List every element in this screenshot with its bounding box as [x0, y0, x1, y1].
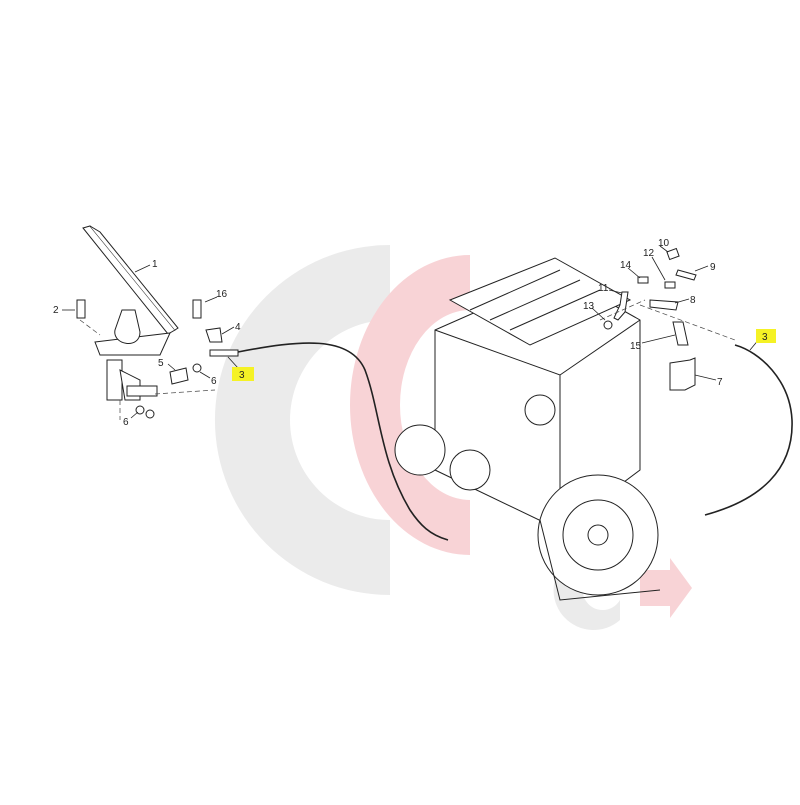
callout-7: 7 [717, 377, 723, 388]
callout-1: 1 [152, 259, 158, 270]
callout-16: 16 [216, 289, 228, 300]
callout-4: 4 [235, 322, 241, 333]
callout-11: 11 [598, 283, 609, 294]
callout-3-right[interactable]: 3 [762, 332, 768, 343]
callout-3-highlight [232, 367, 254, 381]
callout-14: 14 [620, 260, 632, 271]
callout-2: 2 [53, 305, 59, 316]
throttle-cable-right [704, 344, 793, 516]
leader-lines [62, 245, 761, 419]
callout-5: 5 [158, 358, 164, 369]
callout-3-left[interactable]: 3 [239, 370, 245, 381]
callout-9: 9 [710, 262, 716, 273]
accelerator-pedal-assembly [76, 225, 239, 420]
callout-6-nut: 6 [123, 417, 129, 428]
callout-15: 15 [630, 341, 642, 352]
callout-3-highlight-right [756, 329, 776, 343]
callout-13: 13 [583, 301, 595, 312]
callout-8: 8 [690, 295, 696, 306]
callout-12: 12 [643, 248, 655, 259]
callout-labels: 1 2 16 4 5 6 6 3 10 12 9 14 11 8 13 15 7… [53, 238, 776, 428]
flywheel [537, 474, 659, 596]
callout-6: 6 [211, 376, 217, 387]
governor-linkage-parts [599, 247, 736, 391]
throttle-cable-left [237, 342, 449, 541]
engine-block [394, 257, 661, 601]
callout-10: 10 [658, 238, 670, 249]
